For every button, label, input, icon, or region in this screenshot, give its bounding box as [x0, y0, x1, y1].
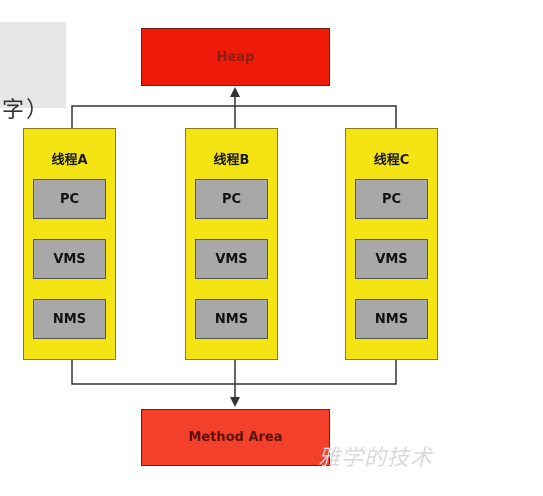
- thread-c-pc: PC: [355, 179, 428, 219]
- thread-c-nms-label: NMS: [374, 311, 409, 327]
- method-area-label: Method Area: [188, 430, 283, 445]
- heap-label: Heap: [216, 49, 255, 65]
- thread-c-vms: VMS: [355, 239, 428, 279]
- thread-c-pc-label: PC: [381, 191, 402, 207]
- thread-a-nms: NMS: [33, 299, 106, 339]
- method-area-box: Method Area: [141, 409, 330, 466]
- thread-b-pc: PC: [195, 179, 268, 219]
- thread-a-box: 线程A PC VMS NMS: [23, 128, 116, 360]
- side-panel-fragment: 字）: [0, 22, 66, 123]
- heap-box: Heap: [141, 28, 330, 86]
- thread-b-nms-label: NMS: [214, 311, 249, 327]
- thread-b-box: 线程B PC VMS NMS: [185, 128, 278, 360]
- thread-b-title: 线程B: [213, 153, 250, 168]
- thread-a-vms: VMS: [33, 239, 106, 279]
- watermark-text: 雅学的技术: [318, 446, 434, 471]
- thread-b-vms-label: VMS: [215, 251, 248, 267]
- thread-b-pc-label: PC: [221, 191, 242, 207]
- thread-c-box: 线程C PC VMS NMS: [345, 128, 438, 360]
- thread-a-nms-label: NMS: [52, 311, 87, 327]
- side-panel-text: 字）: [2, 98, 51, 123]
- thread-c-nms: NMS: [355, 299, 428, 339]
- thread-b-vms: VMS: [195, 239, 268, 279]
- thread-b-nms: NMS: [195, 299, 268, 339]
- thread-c-title: 线程C: [373, 153, 410, 168]
- thread-a-title: 线程A: [51, 153, 88, 168]
- thread-a-pc-label: PC: [59, 191, 80, 207]
- bottom-bus-line: [71, 360, 397, 385]
- thread-a-pc: PC: [33, 179, 106, 219]
- thread-c-vms-label: VMS: [375, 251, 408, 267]
- thread-a-vms-label: VMS: [53, 251, 86, 267]
- top-bus-line: [71, 105, 397, 128]
